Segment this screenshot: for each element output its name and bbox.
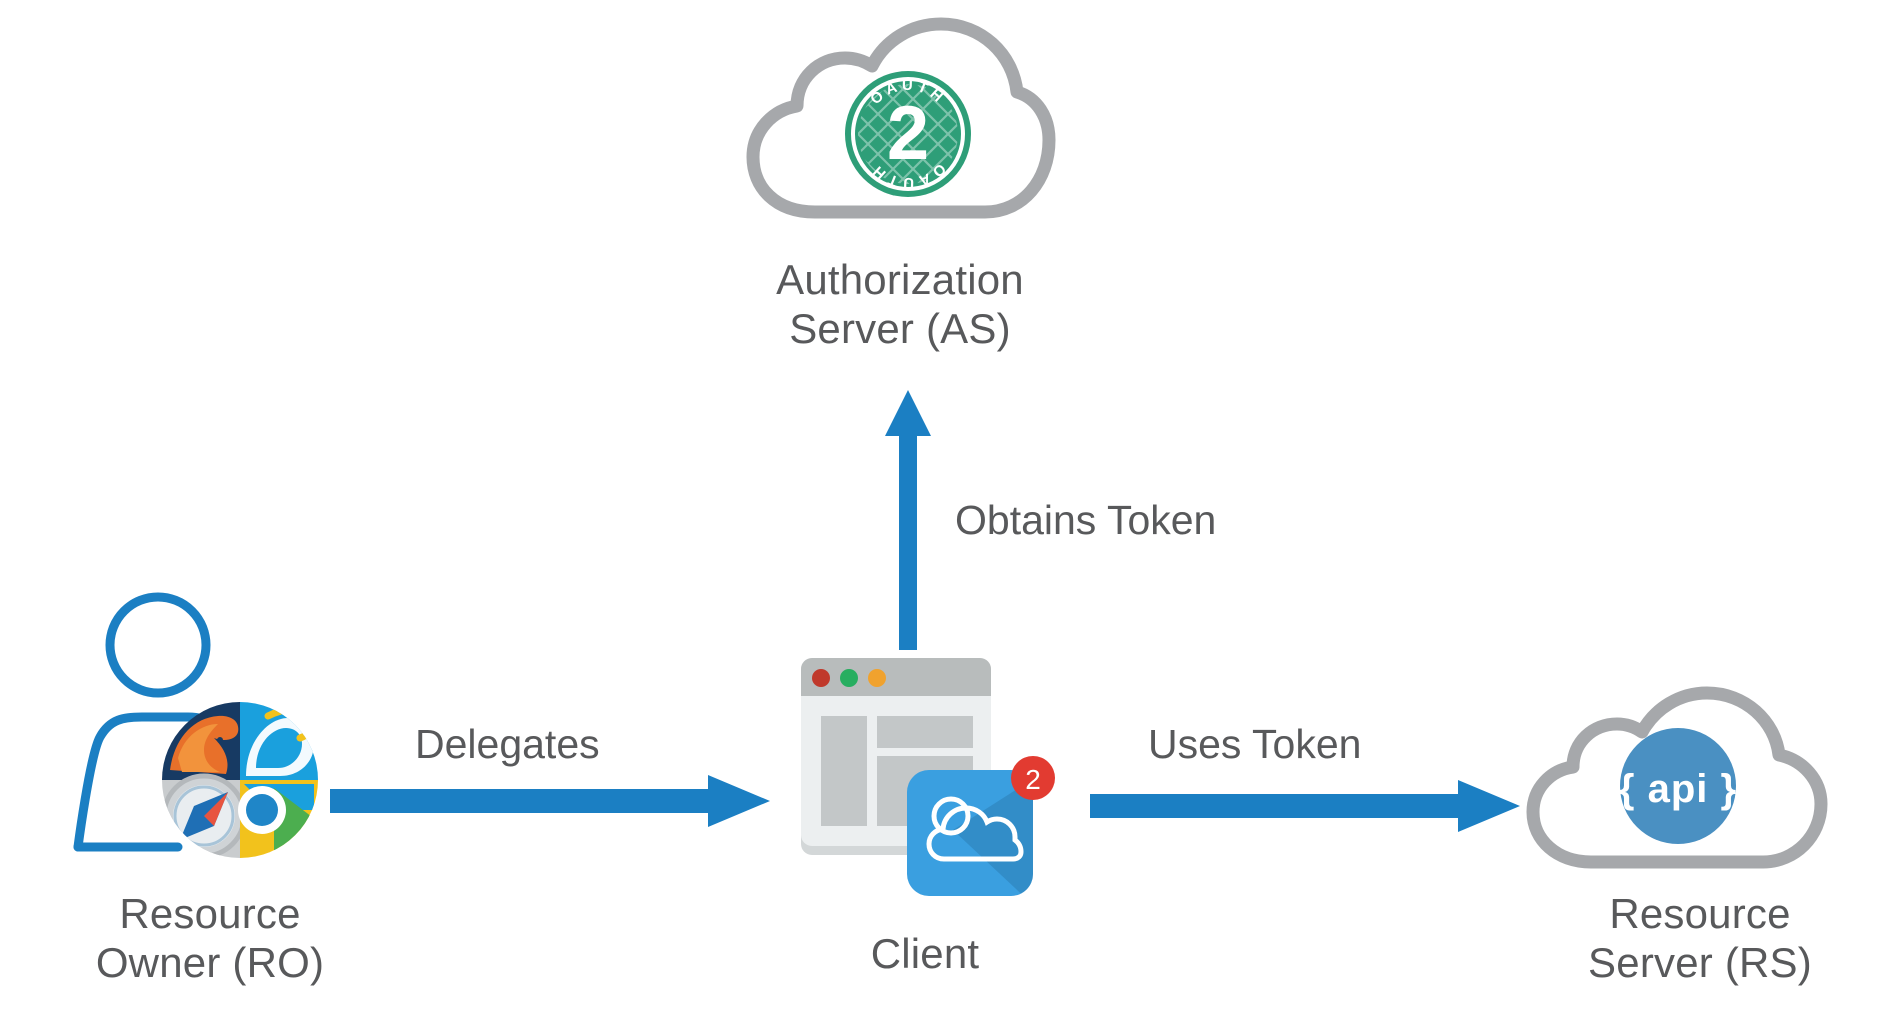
window-header-block xyxy=(877,716,973,748)
arrow-label-delegates: Delegates xyxy=(415,721,600,767)
arrow-uses-token xyxy=(1090,780,1520,832)
browser-window-with-app-icon: 2 xyxy=(801,658,1055,896)
arrow-label-uses-token: Uses Token xyxy=(1148,721,1362,767)
resource-owner-node[interactable] xyxy=(70,585,320,858)
resource-server-node[interactable]: { api } xyxy=(1525,686,1845,870)
arrow-delegates xyxy=(330,775,770,827)
person-with-browsers-icon xyxy=(73,592,318,858)
oauth2-cloud-icon: OAUTH OAUTH 2 xyxy=(746,17,1056,219)
app-badge-count: 2 xyxy=(1025,764,1041,795)
window-button-maximize[interactable] xyxy=(868,669,886,687)
api-badge-label: { api } xyxy=(1619,767,1737,811)
authorization-server-caption: Authorization Server (AS) xyxy=(776,256,1024,352)
window-button-close[interactable] xyxy=(812,669,830,687)
api-badge xyxy=(1620,728,1736,844)
app-tile[interactable]: 2 xyxy=(907,756,1055,918)
cloud-icon xyxy=(926,796,1024,862)
arrow-label-obtains-token: Obtains Token xyxy=(955,497,1217,543)
browser-logos-icon xyxy=(162,702,318,858)
app-badge: 2 xyxy=(1011,756,1055,800)
oauth-badge-number: 2 xyxy=(887,91,929,176)
authorization-server-node[interactable]: OAUTH OAUTH 2 xyxy=(745,17,1056,232)
window-sidebar-block xyxy=(821,716,867,826)
resource-owner-caption: Resource Owner (RO) xyxy=(95,890,325,986)
api-cloud-icon: { api } xyxy=(1526,686,1828,869)
oauth2-badge: OAUTH OAUTH 2 xyxy=(845,71,971,197)
arrow-obtains-token xyxy=(885,390,931,650)
client-node[interactable]: 2 xyxy=(785,650,1075,900)
resource-server-caption: Resource Server (RS) xyxy=(1588,890,1812,986)
client-caption: Client xyxy=(870,930,980,977)
window-button-minimize[interactable] xyxy=(840,669,858,687)
